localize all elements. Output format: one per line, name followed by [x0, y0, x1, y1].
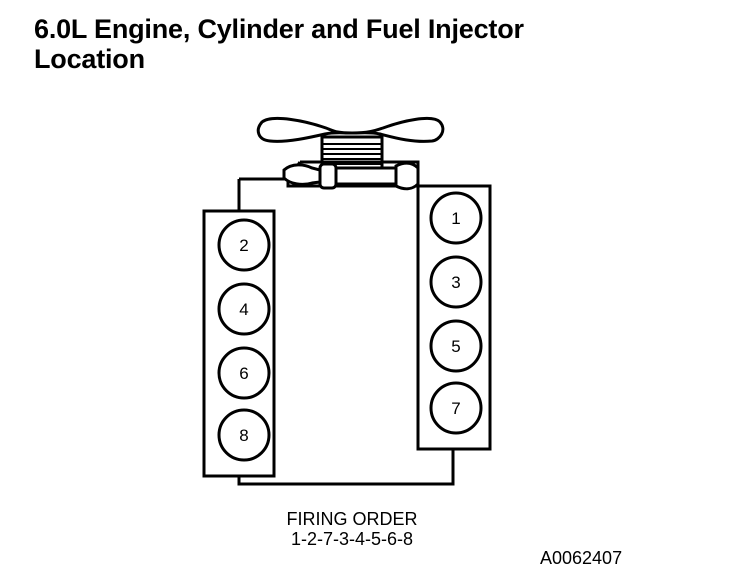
firing-order: FIRING ORDER 1-2-7-3-4-5-6-8 [232, 509, 472, 549]
figure-id: A0062407 [540, 548, 623, 568]
fan-icon [256, 116, 445, 171]
svg-text:4: 4 [239, 300, 248, 319]
firing-order-sequence: 1-2-7-3-4-5-6-8 [290, 529, 414, 549]
cylinder-1: 1 [429, 191, 483, 245]
svg-text:2: 2 [239, 236, 248, 255]
svg-text:1: 1 [451, 209, 460, 228]
cylinder-7: 7 [429, 381, 483, 435]
svg-text:6: 6 [239, 364, 248, 383]
cylinder-3: 3 [429, 255, 483, 309]
cylinder-8: 8 [217, 408, 271, 462]
title-line-2: Location [34, 44, 145, 74]
cylinder-2: 2 [217, 218, 271, 272]
svg-text:8: 8 [239, 426, 248, 445]
cylinder-5: 5 [429, 319, 483, 373]
firing-order-label: FIRING ORDER [286, 509, 418, 529]
title-line-1: 6.0L Engine, Cylinder and Fuel Injector [34, 14, 524, 44]
cylinder-6: 6 [217, 346, 271, 400]
svg-text:5: 5 [451, 337, 460, 356]
cylinder-4: 4 [217, 282, 271, 336]
svg-text:3: 3 [451, 273, 460, 292]
front-housing [282, 160, 420, 191]
svg-text:7: 7 [451, 399, 460, 418]
page-title: 6.0L Engine, Cylinder and Fuel Injector … [34, 14, 524, 74]
